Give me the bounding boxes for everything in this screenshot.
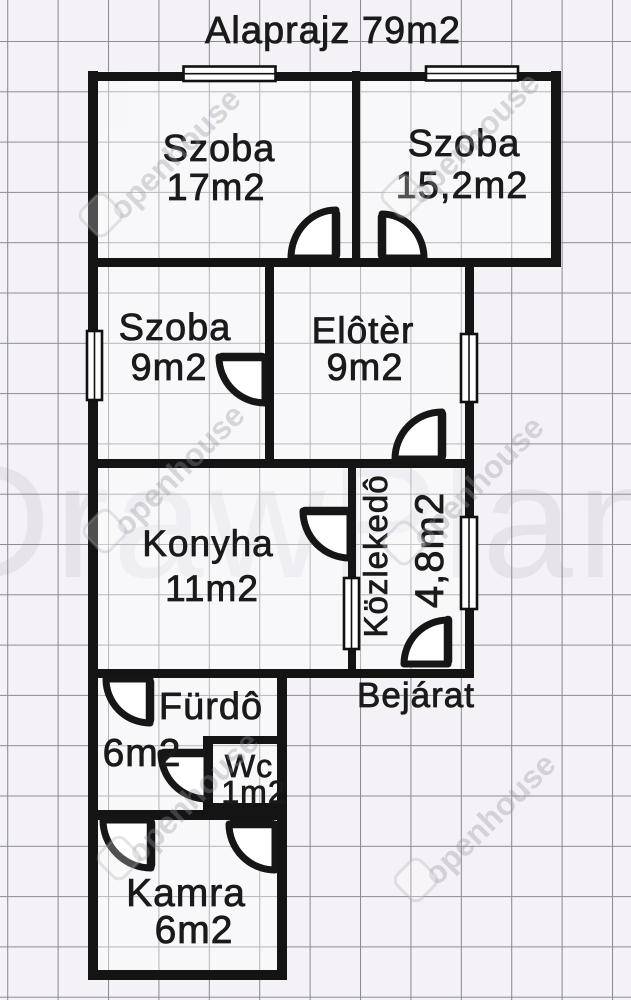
svg-text:Elôtèr: Elôtèr — [312, 310, 415, 351]
svg-text:6m2: 6m2 — [155, 909, 234, 952]
svg-text:Szoba: Szoba — [408, 123, 521, 165]
svg-text:17m2: 17m2 — [166, 167, 265, 209]
svg-text:9m2: 9m2 — [327, 347, 404, 389]
svg-text:15,2m2: 15,2m2 — [396, 165, 529, 207]
svg-text:11m2: 11m2 — [165, 568, 259, 609]
svg-text:Közlekedô: Közlekedô — [357, 474, 394, 637]
svg-text:Konyha: Konyha — [142, 523, 274, 564]
svg-text:Szoba: Szoba — [119, 307, 232, 349]
svg-text:Wc: Wc — [225, 748, 273, 784]
svg-text:1m2: 1m2 — [221, 774, 286, 810]
svg-text:Kamra: Kamra — [126, 872, 246, 915]
svg-text:9m2: 9m2 — [131, 347, 208, 389]
svg-text:6m2: 6m2 — [103, 732, 182, 775]
svg-text:Alaprajz 79m2: Alaprajz 79m2 — [205, 10, 461, 52]
svg-text:Bejárat: Bejárat — [357, 676, 475, 715]
svg-text:Fürdô: Fürdô — [159, 686, 263, 728]
svg-text:4,8m2: 4,8m2 — [408, 492, 452, 608]
svg-text:Szoba: Szoba — [163, 128, 276, 170]
